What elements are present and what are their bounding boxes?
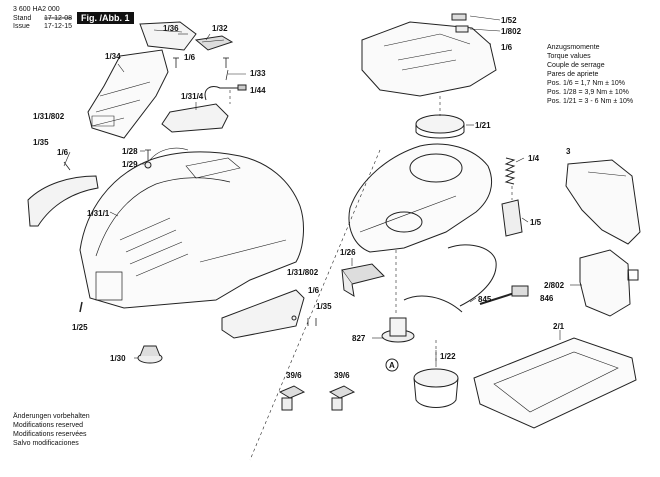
part-label: 827 (352, 334, 366, 343)
issue-date: 17-12-15 (44, 23, 73, 30)
torque-line: Pares de apriete (547, 71, 599, 78)
torque-line: Torque values (547, 53, 591, 60)
part-label: 2/1 (553, 322, 565, 331)
part-label: 1/31/802 (33, 112, 65, 121)
part-label: 1/6 (501, 43, 513, 52)
hood-cover-part (140, 22, 196, 50)
display-module-part (342, 264, 384, 296)
figure-label: Fig. /Abb. 1 (77, 12, 134, 24)
part-label: 1/25 (72, 323, 88, 332)
part-label: 1/6 (57, 148, 69, 157)
height-knob-part (416, 115, 464, 138)
torque-line: Pos. 1/21 = 3 - 6 Nm ± 10% (547, 98, 634, 105)
stand-date: 17-12-08 (44, 15, 73, 22)
part-label: 1/21 (475, 121, 491, 130)
torque-values-block: Anzugsmomente Torque values Couple de se… (547, 43, 633, 106)
main-housing-part (80, 148, 303, 308)
part-label: 1/5 (530, 218, 542, 227)
part-label: 1/802 (501, 27, 522, 36)
top-cover-part (362, 14, 496, 96)
side-bumper-left-part (28, 176, 98, 226)
connector-parts (280, 386, 354, 410)
part-label: 1/6 (308, 286, 320, 295)
part-label: 1/29 (122, 160, 138, 169)
part-label: 845 (478, 295, 492, 304)
torque-line: Pos. 1/6 = 1,7 Nm ± 10% (547, 80, 625, 87)
docking-station-part (580, 250, 638, 316)
pin-part (80, 302, 82, 312)
small-washer-parts (145, 162, 151, 168)
bracket-part (502, 200, 522, 236)
torque-line: Couple de serrage (547, 62, 605, 69)
document-number: 3 600 HA2 000 (13, 6, 60, 13)
part-label: A (389, 361, 395, 370)
blade-holder-part (414, 369, 458, 408)
display-cover-part (162, 104, 228, 132)
torque-line: Anzugsmomente (547, 44, 600, 51)
part-label: 1/22 (440, 352, 456, 361)
part-label: 1/28 (122, 147, 138, 156)
part-label: 1/36 (163, 24, 179, 33)
base-plate-part (474, 338, 636, 428)
front-panel-part (88, 50, 168, 138)
note-line: Salvo modificaciones (13, 440, 79, 447)
sensor-cable-part (205, 70, 246, 100)
issue-label: Issue (13, 23, 30, 30)
note-line: Modifications reservées (13, 431, 87, 438)
part-label: 1/6 (184, 53, 196, 62)
torque-line: Pos. 1/28 = 3,9 Nm ± 10% (547, 89, 629, 96)
part-label: 1/26 (340, 248, 356, 257)
part-label: 1/31/802 (287, 268, 319, 277)
part-label: 1/4 (528, 154, 540, 163)
leader-lines (64, 16, 582, 364)
part-label: 1/52 (501, 16, 517, 25)
part-label: 1/31/4 (181, 92, 204, 101)
part-label: 1/33 (250, 69, 266, 78)
wheel-cap-part (138, 346, 162, 363)
part-label: 1/34 (105, 52, 121, 61)
rear-housing-part (566, 160, 640, 244)
part-label: 39/6 (286, 371, 302, 380)
cap-part (196, 36, 232, 50)
stand-label: Stand (13, 15, 32, 22)
modification-notes: Änderungen vorbehalten Modifications res… (13, 412, 90, 448)
part-label: 1/31/1 (87, 209, 110, 218)
part-label: 1/35 (316, 302, 332, 311)
side-bumper-right-part (222, 290, 304, 338)
part-label: 1/30 (110, 354, 126, 363)
note-line: Modifications reserved (13, 422, 84, 429)
part-label: 3 (566, 147, 571, 156)
note-line: Änderungen vorbehalten (13, 413, 90, 420)
part-label: 2/802 (544, 281, 565, 290)
part-label: 1/35 (33, 138, 49, 147)
part-label: 39/6 (334, 371, 350, 380)
wiring-harness-part (404, 245, 528, 312)
chassis-part (349, 144, 492, 252)
spring-part (506, 158, 514, 184)
motor-part (382, 318, 414, 371)
part-label: 1/32 (212, 24, 228, 33)
part-label: 846 (540, 294, 554, 303)
part-label: 1/44 (250, 86, 266, 95)
